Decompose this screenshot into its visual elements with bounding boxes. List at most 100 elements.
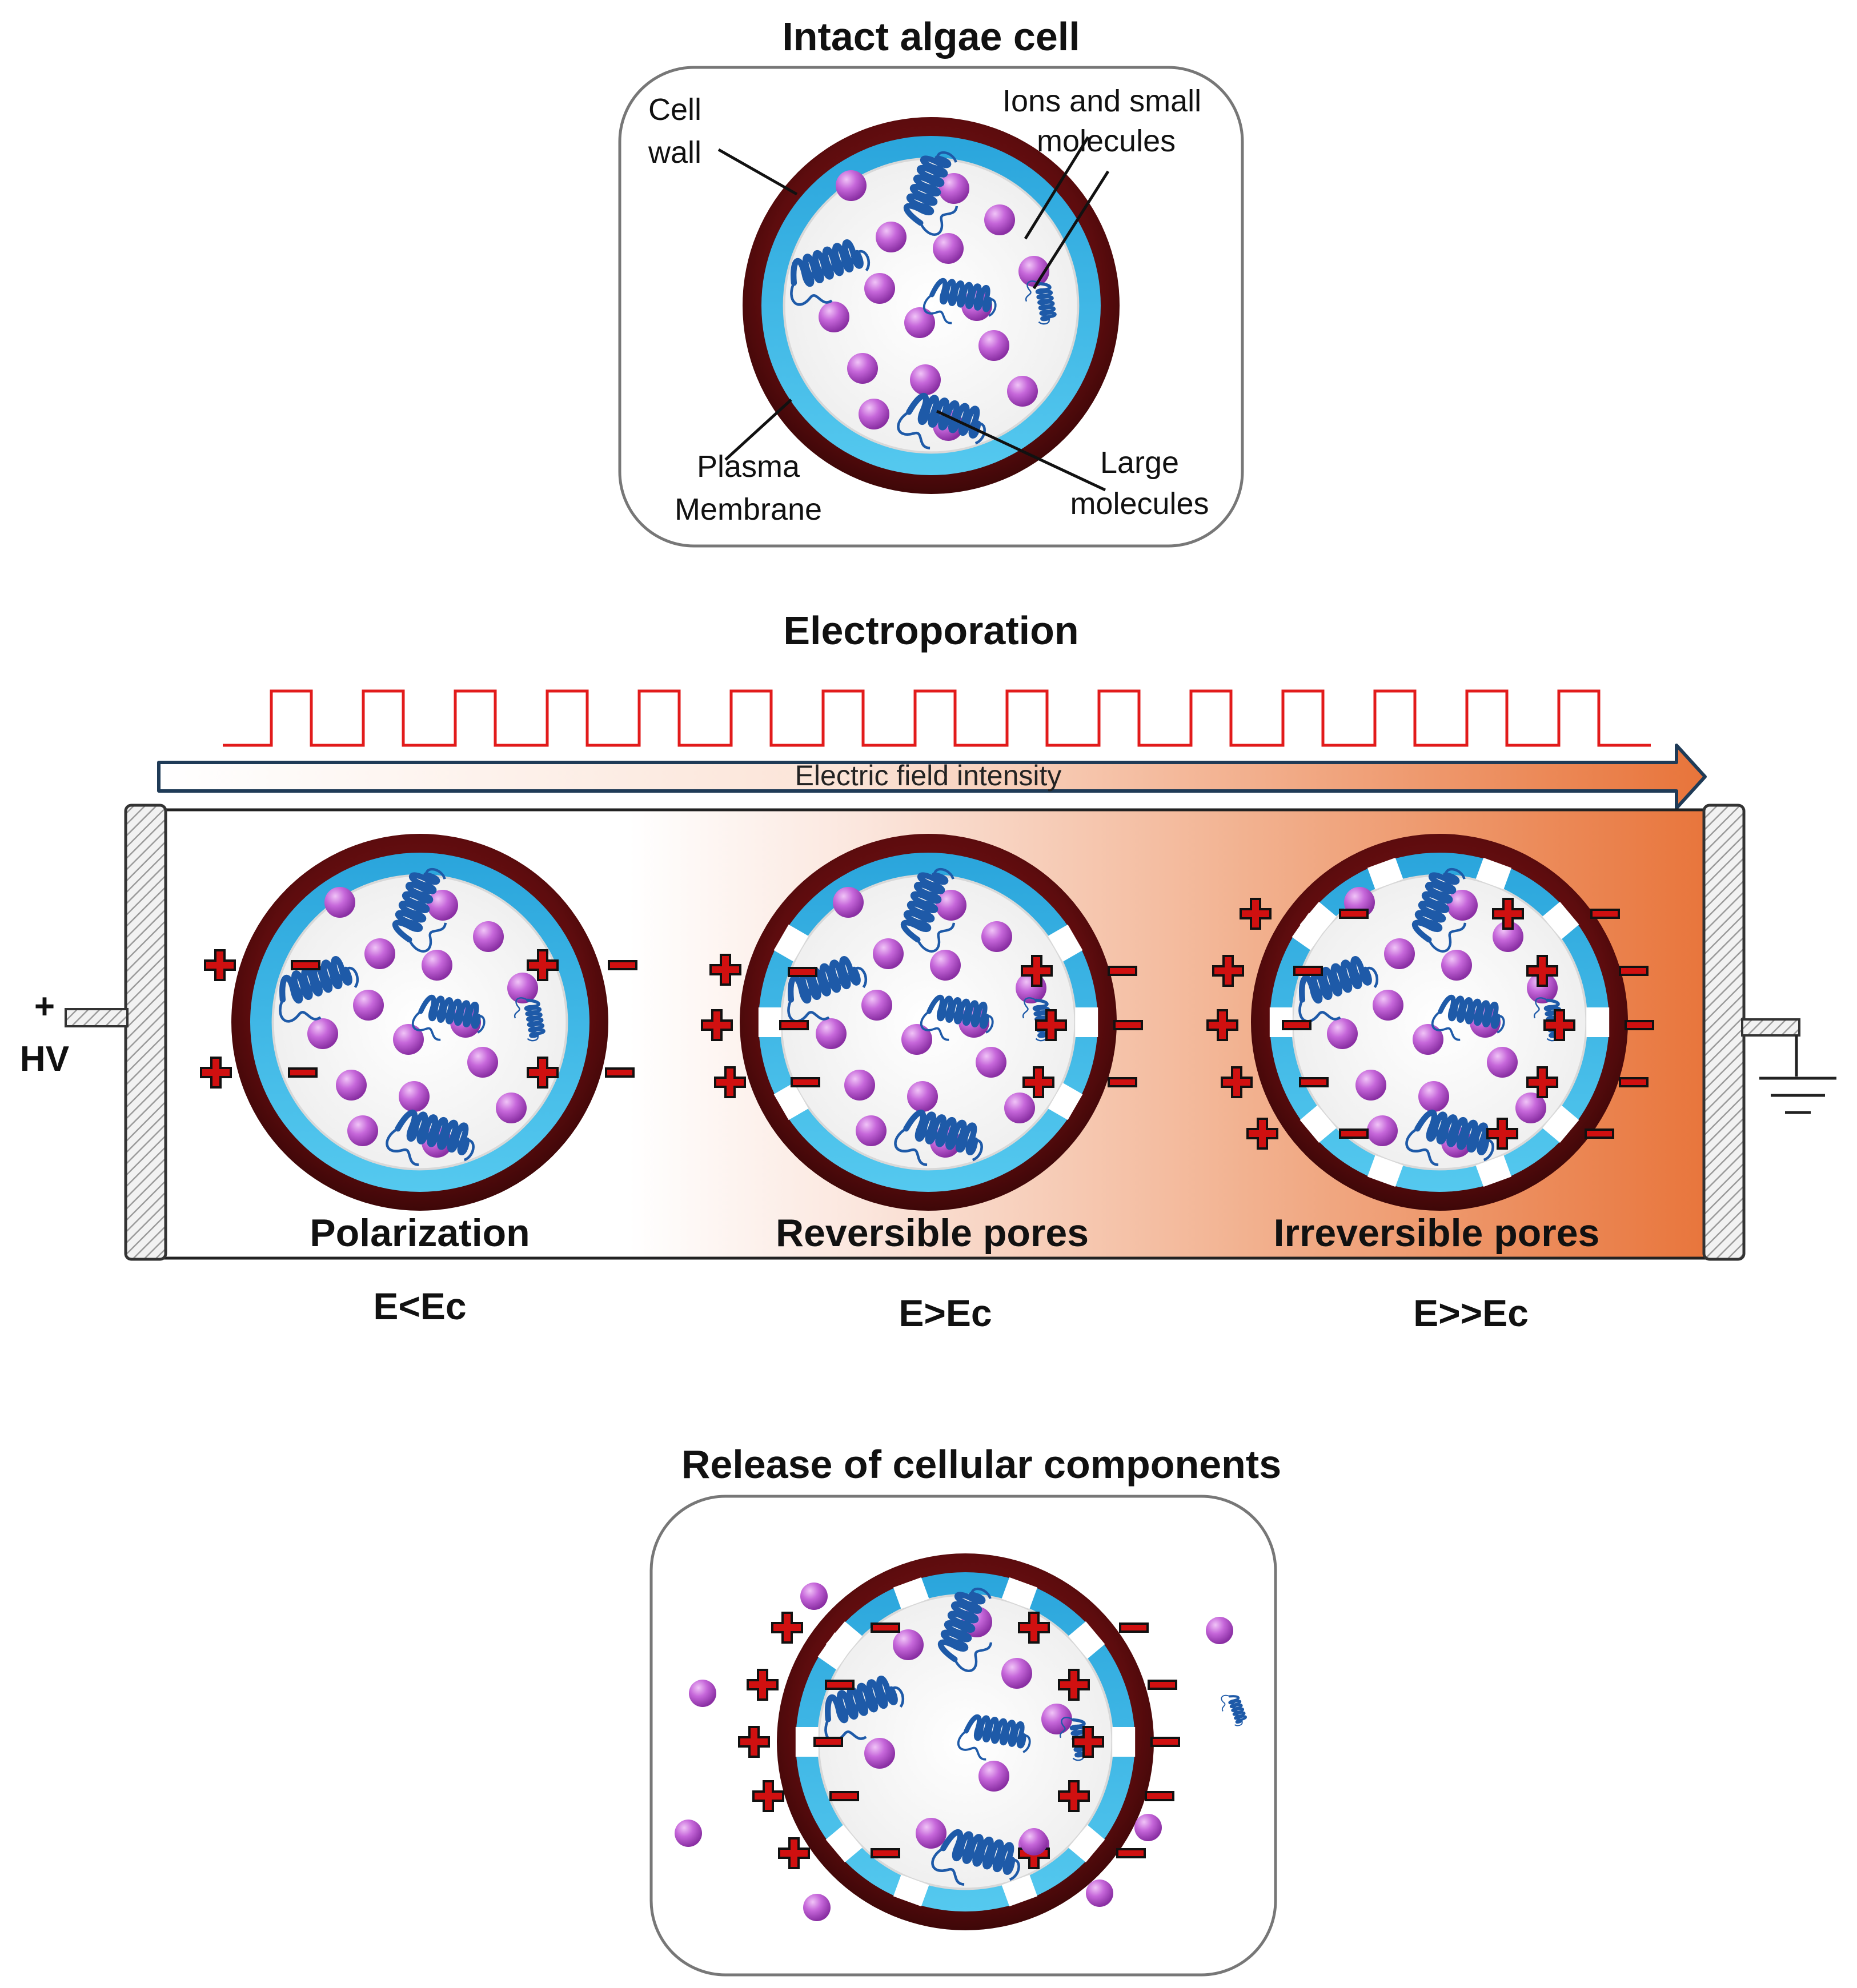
membrane-pore <box>1048 924 1083 962</box>
large-molecules-label-1: Large <box>1100 445 1179 480</box>
protein-coil <box>1022 997 1037 1019</box>
plus-charge-icon <box>527 1057 559 1089</box>
protein-coil <box>970 1587 992 1600</box>
small-molecule <box>833 887 864 918</box>
protein-icon <box>923 278 997 324</box>
minus-charge-icon <box>1148 1680 1177 1690</box>
small-molecule <box>473 921 504 952</box>
plus-charge-icon <box>1058 1780 1090 1812</box>
minus-shape <box>1299 1077 1329 1087</box>
plus-charge-icon <box>1021 955 1053 987</box>
protein-coil <box>986 298 997 317</box>
plus-shape <box>1246 1118 1278 1150</box>
small-molecule <box>1018 256 1049 287</box>
protein-icon <box>937 1587 993 1672</box>
polarization-cell <box>200 834 637 1211</box>
membrane-pore <box>893 1874 929 1907</box>
plus-shape <box>1072 1726 1104 1758</box>
plus-shape <box>1058 1780 1090 1812</box>
plus-charge-icon <box>771 1612 803 1644</box>
small-molecule <box>861 990 892 1021</box>
minus-charge-icon <box>1108 1077 1137 1087</box>
protein-coil <box>343 966 359 989</box>
minus-charge-icon <box>605 1067 635 1078</box>
minus-charge-icon <box>1619 966 1649 976</box>
protein-icon <box>1431 994 1505 1041</box>
minus-charge-icon <box>1339 1128 1369 1139</box>
small-molecule <box>1447 890 1478 921</box>
cell-wall-label-2: wall <box>648 135 701 170</box>
release-cell <box>738 1553 1180 1930</box>
condition-reversible: E>Ec <box>899 1292 992 1334</box>
protein-coil <box>279 999 322 1023</box>
protein-coil <box>790 282 833 306</box>
protein-helix <box>1035 282 1057 322</box>
plus-charge-icon <box>738 1726 770 1758</box>
small-molecule <box>1001 1658 1032 1689</box>
minus-charge-icon <box>825 1680 855 1690</box>
minus-charge-icon <box>779 1020 809 1030</box>
minus-shape <box>1119 1622 1149 1633</box>
plus-charge-icon <box>527 949 559 981</box>
plus-charge-icon <box>1240 898 1272 930</box>
plus-shape <box>1240 898 1272 930</box>
small-molecule <box>904 307 935 338</box>
protein-helix <box>1411 872 1460 943</box>
minus-shape <box>871 1622 900 1633</box>
small-molecule <box>1515 1093 1546 1123</box>
membrane-pore <box>1112 1727 1136 1757</box>
ground-icon <box>1741 1018 1836 1114</box>
protein-helix <box>791 239 864 287</box>
small-molecule <box>978 1761 1009 1792</box>
plus-shape <box>747 1669 779 1701</box>
field-intensity-arrow: Electric field intensity <box>157 744 1707 810</box>
intact-cell-section: Intact algae cell Cell wall Ions and sma… <box>618 14 1244 548</box>
protein-helix <box>964 1714 1026 1749</box>
plus-shape <box>714 1066 746 1098</box>
protein-icon <box>1221 1694 1247 1726</box>
small-molecule <box>324 887 355 918</box>
small-molecule <box>859 399 889 429</box>
membrane-pore <box>1542 1105 1579 1143</box>
plus-charge-icon <box>1246 1118 1278 1150</box>
minus-shape <box>1116 1848 1146 1858</box>
protein-coil <box>1021 1734 1031 1753</box>
plus-shape <box>701 1009 733 1041</box>
protein-icon <box>1411 868 1467 953</box>
protein-coil <box>411 1010 441 1041</box>
plus-charge-icon <box>1072 1726 1104 1758</box>
minus-shape <box>608 960 637 970</box>
plus-shape <box>709 954 741 986</box>
protein-coil <box>919 206 958 236</box>
minus-charge-icon <box>608 960 637 970</box>
small-molecule <box>393 1024 424 1055</box>
protein-helix <box>395 1109 470 1155</box>
plus-shape <box>1543 1009 1575 1041</box>
pulse-train <box>223 689 1651 747</box>
small-molecule <box>1384 938 1415 969</box>
plus-charge-icon <box>1526 1066 1558 1098</box>
protein-coil <box>1405 1127 1439 1166</box>
protein-icon <box>386 1109 475 1166</box>
minus-shape <box>1619 1077 1649 1087</box>
protein-helix <box>937 1592 986 1662</box>
plus-shape <box>200 1057 232 1089</box>
protein-coil <box>931 1847 965 1886</box>
minus-charge-icon <box>1282 1020 1311 1030</box>
small-molecule <box>910 364 941 395</box>
protein-coil <box>851 966 868 989</box>
small-molecule <box>1041 1704 1072 1734</box>
field-intensity-label: Electric field intensity <box>795 760 1062 792</box>
plus-charge-icon <box>752 1780 784 1812</box>
plus-shape <box>204 949 236 981</box>
small-molecule <box>689 1680 716 1707</box>
protein-helix <box>929 278 992 312</box>
membrane-pore <box>893 1577 929 1609</box>
small-molecule <box>847 353 878 384</box>
membrane-pore <box>817 1632 854 1670</box>
protein-coil <box>897 411 930 449</box>
released-components <box>675 1583 1247 1921</box>
plus-charge-icon <box>204 949 236 981</box>
protein-coil <box>824 1718 867 1742</box>
minus-charge-icon <box>291 960 320 970</box>
